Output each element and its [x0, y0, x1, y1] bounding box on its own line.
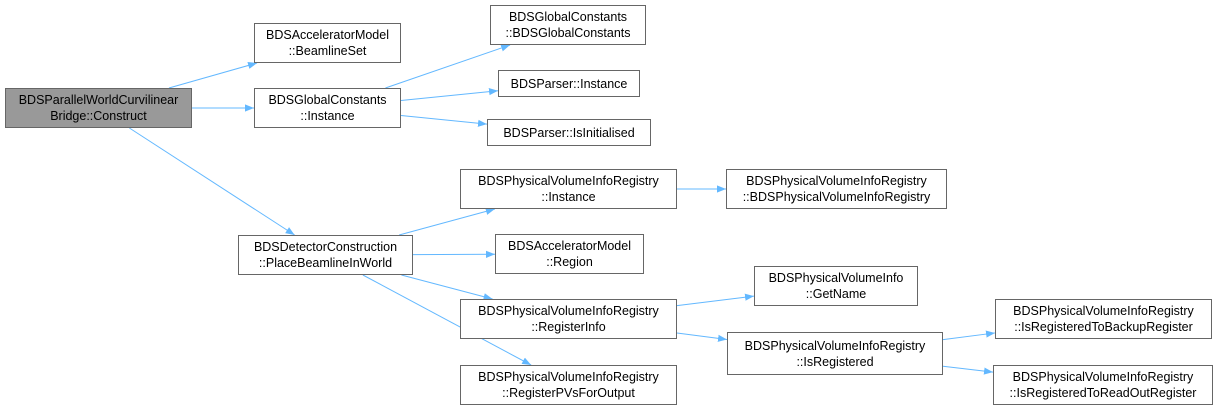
node-label: BDSParallelWorldCurvilinear — [18, 93, 179, 107]
node-label: BDSPhysicalVolumeInfoRegistry — [746, 174, 927, 188]
node-label: ::IsRegisteredToReadOutRegister — [1009, 386, 1197, 400]
edge-pvir_reginfo-to-pvir_isreg — [676, 332, 728, 342]
node-label: BDSPhysicalVolumeInfo — [768, 271, 904, 285]
node-label: BDSPhysicalVolumeInfoRegistry — [478, 174, 659, 188]
node-pvinforegistry-isregistered[interactable]: BDSPhysicalVolumeInfoRegistry ::IsRegist… — [727, 332, 943, 375]
node-label: ::IsRegistered — [796, 354, 874, 369]
node-label: BDSDetectorConstruction — [253, 240, 398, 254]
node-pvinforegistry-registerpvsforoutput[interactable]: BDSPhysicalVolumeInfoRegistry ::Register… — [460, 365, 677, 405]
edge-dc_place-to-pvir_regpvs — [362, 274, 532, 366]
node-label: ::BDSGlobalConstants — [505, 26, 631, 40]
edge-root-to-dc_place — [129, 127, 295, 236]
node-acceleratormodel-region[interactable]: BDSAcceleratorModel ::Region — [495, 234, 644, 274]
node-label: ::BeamlineSet — [288, 44, 367, 58]
node-label: Bridge::Construct — [50, 109, 147, 123]
node-label: BDSAcceleratorModel — [508, 239, 631, 253]
node-label: ::Instance — [541, 190, 596, 204]
node-pvinfo-getname[interactable]: BDSPhysicalVolumeInfo ::GetName — [754, 266, 918, 306]
edge-root-to-am_beamlineset — [168, 61, 258, 89]
node-label: BDSPhysicalVolumeInfoRegistry — [1013, 304, 1194, 318]
node-label: BDSGlobalConstants — [268, 93, 387, 107]
node-pvinforegistry-isregisteredtobackupregister[interactable]: BDSPhysicalVolumeInfoRegistry ::IsRegist… — [995, 299, 1212, 339]
edge-gc_instance-to-parser_instance — [400, 88, 499, 102]
edge-pvir_reginfo-to-pvi_getname — [676, 293, 755, 307]
node-acceleratormodel-beamlineset[interactable]: BDSAcceleratorModel ::BeamlineSet — [254, 23, 401, 63]
node-detectorconstruction-placebeamlineinworld[interactable]: BDSDetectorConstruction ::PlaceBeamlineI… — [238, 235, 413, 275]
node-label: ::RegisterPVsForOutput — [502, 386, 635, 400]
edge-dc_place-to-pvir_reginfo — [401, 274, 493, 301]
node-label: BDSPhysicalVolumeInfoRegistry — [478, 370, 659, 384]
node-pvinforegistry-registerinfo[interactable]: BDSPhysicalVolumeInfoRegistry ::Register… — [460, 299, 677, 339]
node-parser-instance[interactable]: BDSParser::Instance — [498, 70, 640, 97]
edge-dc_place-to-pvir_instance — [399, 207, 495, 236]
node-label: ::PlaceBeamlineInWorld — [258, 256, 393, 270]
node-label: BDSPhysicalVolumeInfoRegistry — [744, 338, 926, 353]
node-globalconstants-instance[interactable]: BDSGlobalConstants ::Instance — [254, 88, 401, 128]
node-label: ::Instance — [300, 109, 355, 123]
node-parser-isinitialised[interactable]: BDSParser::IsInitialised — [487, 119, 651, 146]
node-label: BDSParser::Instance — [510, 76, 628, 91]
node-label: BDSAcceleratorModel — [266, 28, 389, 42]
edge-gc_instance-to-gc_ctor — [385, 44, 511, 89]
node-root-construct: BDSParallelWorldCurvilinear Bridge::Cons… — [5, 88, 192, 128]
node-pvinforegistry-isregisteredtoreadoutregister[interactable]: BDSPhysicalVolumeInfoRegistry ::IsRegist… — [993, 365, 1213, 405]
node-label: BDSPhysicalVolumeInfoRegistry — [1012, 370, 1194, 384]
node-globalconstants-constructor[interactable]: BDSGlobalConstants ::BDSGlobalConstants — [490, 5, 646, 45]
node-label: BDSPhysicalVolumeInfoRegistry — [478, 304, 659, 318]
node-label: BDSParser::IsInitialised — [503, 125, 635, 140]
edge-gc_instance-to-parser_isinit — [400, 114, 488, 127]
node-label: ::BDSPhysicalVolumeInfoRegistry — [742, 190, 931, 204]
node-label: ::RegisterInfo — [531, 320, 606, 334]
node-label: ::IsRegisteredToBackupRegister — [1014, 320, 1193, 334]
node-pvinforegistry-constructor[interactable]: BDSPhysicalVolumeInfoRegistry ::BDSPhysi… — [726, 169, 947, 209]
node-label: BDSGlobalConstants — [508, 10, 628, 24]
node-label: ::Region — [546, 255, 593, 269]
node-label: ::GetName — [805, 287, 867, 301]
edge-pvir_isreg-to-pvir_isregreadout — [942, 365, 994, 375]
node-pvinforegistry-instance[interactable]: BDSPhysicalVolumeInfoRegistry ::Instance — [460, 169, 677, 209]
edge-pvir_isreg-to-pvir_isregbackup — [942, 330, 996, 341]
